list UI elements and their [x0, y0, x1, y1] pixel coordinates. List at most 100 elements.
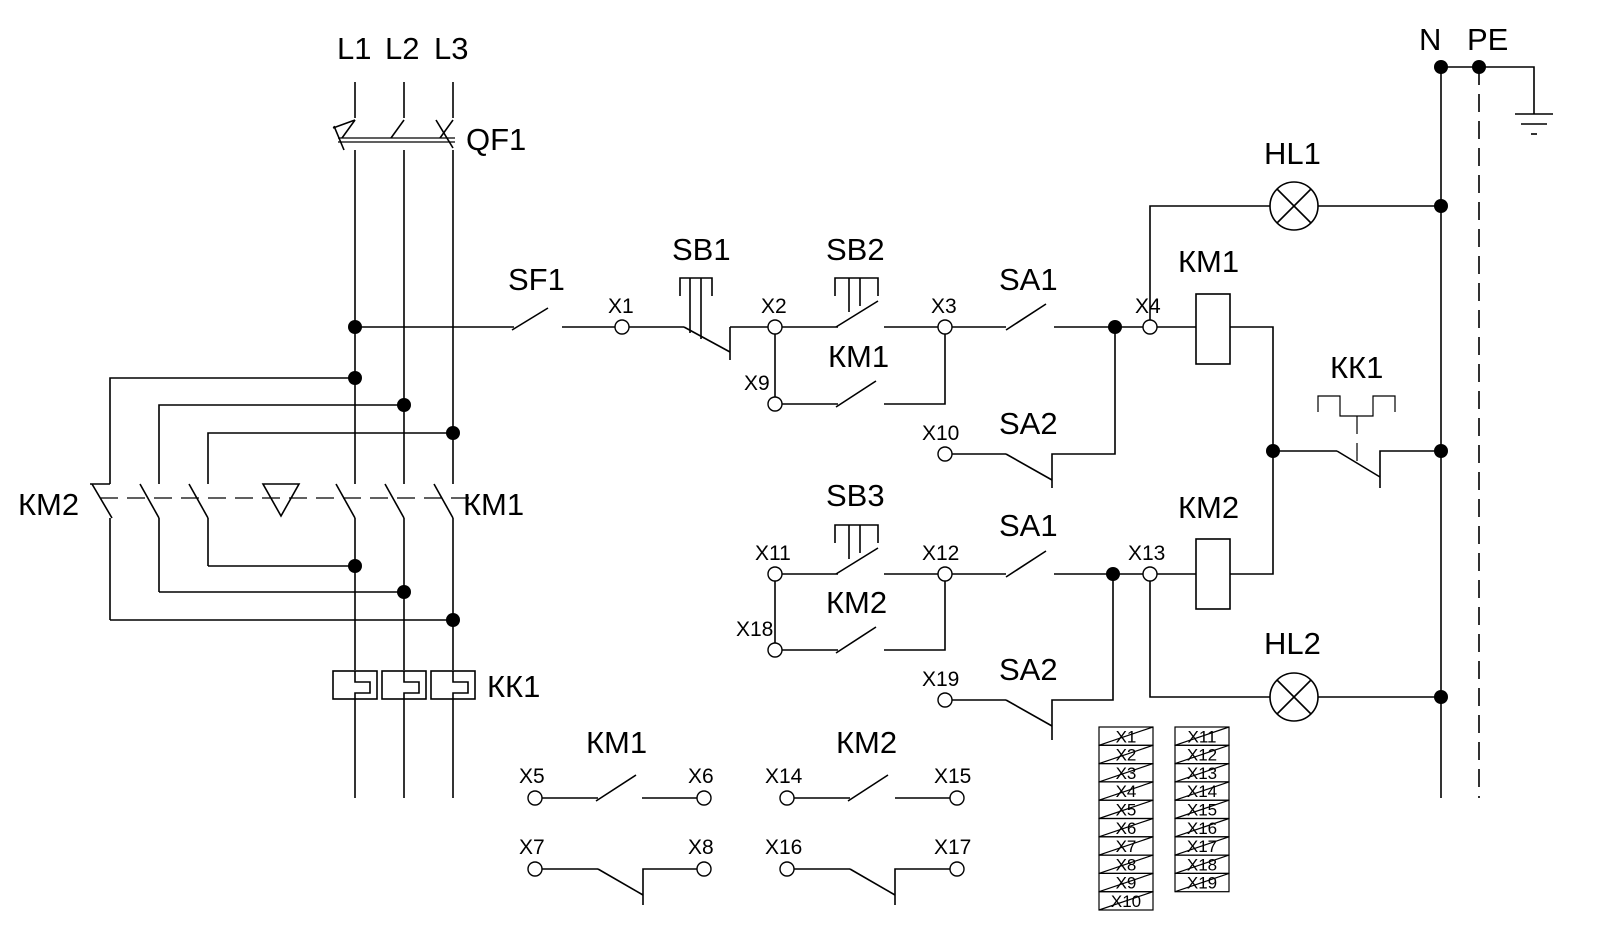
terminal-block-cell: X16 [1174, 817, 1230, 838]
terminal-block-cell: X4 [1098, 781, 1154, 801]
terminal-block-cell-label: X7 [1116, 837, 1137, 856]
hl1-label: HL1 [1264, 136, 1321, 171]
supply-label-n: N [1419, 22, 1441, 57]
junction-dot [397, 398, 411, 412]
spare-contacts-km2: КМ2 X14 X15 X16 X17 [765, 725, 971, 905]
terminal-block-cell: X19 [1174, 872, 1230, 893]
km1-aux-contact [835, 380, 877, 408]
terminal-x9-label: X9 [744, 372, 770, 395]
terminal-x9 [767, 396, 783, 412]
terminal-x7-label: X7 [519, 836, 545, 859]
terminal-block-cell-label: X5 [1116, 801, 1137, 820]
terminal-x17 [949, 861, 965, 877]
terminal-x3 [937, 319, 953, 335]
terminal-block-cell-label: X11 [1188, 727, 1217, 746]
terminal-block-cell: X14 [1174, 781, 1230, 801]
hl1-lamp [1269, 181, 1319, 231]
junction-dot [446, 426, 460, 440]
terminal-x10 [937, 446, 953, 462]
terminal-x6-label: X6 [688, 765, 714, 788]
terminal-block-cell: X13 [1174, 762, 1230, 783]
km2-aux-contact [835, 626, 877, 654]
supply-label-l2: L2 [385, 31, 419, 66]
terminal-x2 [767, 319, 783, 335]
junction-dot [1266, 444, 1280, 458]
sa2-top-switch [1005, 453, 1053, 481]
terminal-block-cell-label: X16 [1187, 819, 1217, 838]
terminal-block-cell-label: X15 [1187, 801, 1217, 820]
terminal-x13 [1142, 566, 1158, 582]
km1-block-label: КМ1 [586, 725, 647, 760]
junction-dot [1434, 444, 1448, 458]
terminal-x2-label: X2 [761, 295, 787, 318]
sb2-label: SB2 [826, 232, 885, 267]
sb1-stop-button [679, 277, 731, 360]
qf1-breaker [332, 119, 455, 151]
km2-coil [1195, 538, 1231, 610]
terminal-x8 [696, 861, 712, 877]
terminal-block-cell-label: X4 [1116, 782, 1137, 801]
sa1-bottom-switch [1005, 550, 1047, 578]
junction-dot [397, 585, 411, 599]
terminal-x6 [696, 790, 712, 806]
terminal-x19-label: X19 [922, 668, 959, 691]
sb3-label: SB3 [826, 478, 885, 513]
terminal-x4-label: X4 [1135, 295, 1161, 318]
spare-contacts-km1: КМ1 X5 X6 X7 X8 [519, 725, 714, 905]
terminal-block-cell-label: X17 [1187, 837, 1217, 856]
terminal-x13-label: X13 [1128, 542, 1165, 565]
control-circuit-km2: X11 SB3 X12 SA1 X13 КМ2 HL2 [736, 451, 1441, 740]
terminal-block-cell-label: X1 [1116, 727, 1137, 746]
terminal-block-cell: X2 [1098, 744, 1154, 765]
km2-block-label: КМ2 [836, 725, 897, 760]
terminal-x5 [527, 790, 543, 806]
terminal-x4 [1142, 319, 1158, 335]
sb3-start-button [834, 524, 879, 575]
terminal-x8-label: X8 [688, 836, 714, 859]
hl2-label: HL2 [1264, 626, 1321, 661]
terminal-x12 [937, 566, 953, 582]
terminal-x14 [779, 790, 795, 806]
km1-power-label: КМ1 [463, 487, 524, 522]
terminal-block-cell: X6 [1098, 817, 1154, 838]
junction-dot [348, 371, 362, 385]
km1-power-contacts [335, 483, 454, 670]
km2-aux-label: КМ2 [826, 585, 887, 620]
terminal-x15 [949, 790, 965, 806]
terminal-block-cell: X1 [1098, 726, 1154, 746]
terminal-x19 [937, 692, 953, 708]
terminal-x16-label: X16 [765, 836, 802, 859]
sa1-top-label: SA1 [999, 262, 1058, 297]
km2-power-label: КМ2 [18, 487, 79, 522]
terminal-block-cell-label: X10 [1111, 892, 1141, 911]
terminal-block-cell: X17 [1174, 836, 1230, 856]
terminal-block-cell-label: X18 [1187, 855, 1217, 874]
sa1-bottom-label: SA1 [999, 508, 1058, 543]
power-circuit: QF1 КМ2 КМ1 [18, 82, 540, 798]
sb2-start-button [834, 277, 879, 328]
terminal-x10-label: X10 [922, 422, 959, 445]
hl2-lamp [1269, 672, 1319, 722]
terminal-x1 [614, 319, 630, 335]
km2-power-contacts [90, 483, 209, 620]
sa2-bottom-label: SA2 [999, 652, 1058, 687]
terminal-block-cell: X15 [1174, 799, 1230, 820]
kk1-contact-label: КК1 [1330, 350, 1383, 385]
control-circuit-km1: SF1 X1 SB1 X2 SB2 X3 SA1 [355, 136, 1441, 488]
terminal-x18-label: X18 [736, 618, 773, 641]
terminal-block-cell: X8 [1098, 854, 1154, 874]
km1-coil-label: КМ1 [1178, 244, 1239, 279]
sa2-bottom-switch [1005, 699, 1053, 727]
terminal-x11 [767, 566, 783, 582]
terminal-block-cell: X11 [1174, 726, 1230, 746]
junction-dot [348, 559, 362, 573]
junction-dot [446, 613, 460, 627]
terminal-block-cell-label: X9 [1116, 874, 1137, 893]
kk1-thermal-relay [332, 670, 476, 700]
terminal-block-cell: X7 [1098, 836, 1154, 856]
supply-label-pe: PE [1467, 22, 1508, 57]
kk1-relay-label: КК1 [487, 669, 540, 704]
terminal-x14-label: X14 [765, 765, 803, 788]
terminal-x16 [779, 861, 795, 877]
sf1-switch [511, 307, 549, 331]
